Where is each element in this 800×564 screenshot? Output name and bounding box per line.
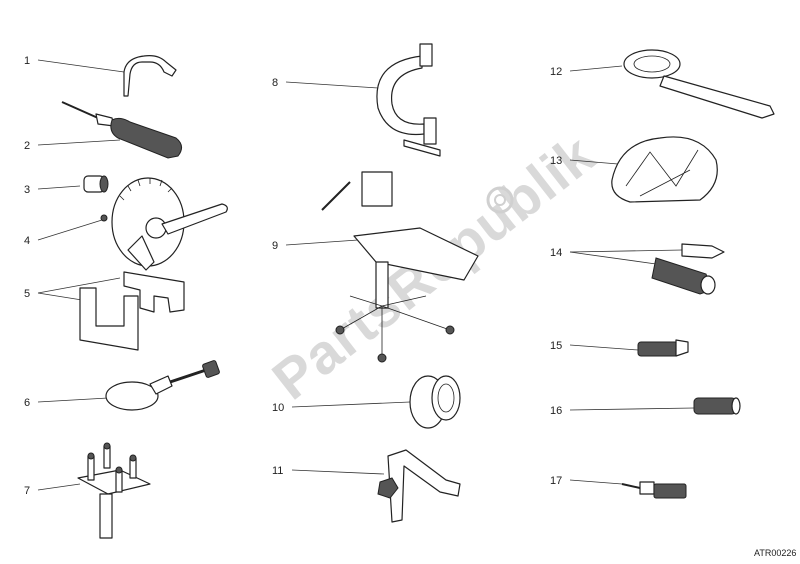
tool-1-hook-wrench — [123, 55, 177, 97]
tool-15-drift — [637, 339, 689, 357]
callout-13: 13 — [550, 155, 562, 167]
callout-10: 10 — [272, 402, 284, 414]
callout-1: 1 — [24, 55, 30, 67]
tool-11-bracket — [377, 449, 461, 523]
callout-7: 7 — [24, 485, 30, 497]
callout-15: 15 — [550, 340, 562, 352]
tool-2-screwdriver — [61, 101, 182, 159]
tool-6-strap-wrench — [105, 360, 220, 411]
tool-16-drift — [693, 397, 741, 415]
gear-logo-icon — [486, 186, 514, 214]
callout-8: 8 — [272, 77, 278, 89]
callout-11: 11 — [272, 465, 283, 477]
callout-12: 12 — [550, 66, 562, 78]
callout-5: 5 — [24, 288, 30, 300]
reference-code: ATR00226 — [754, 548, 796, 558]
callout-4: 4 — [24, 235, 30, 247]
callout-6: 6 — [24, 397, 30, 409]
tool-8-valve-spring-compressor — [376, 43, 441, 157]
callout-2: 2 — [24, 140, 30, 152]
tool-12-pin-wrench — [623, 49, 775, 119]
tool-3-bushing — [83, 175, 109, 193]
tool-17-punch — [621, 481, 687, 499]
callout-14: 14 — [550, 247, 562, 259]
tool-4-degree-wheel — [100, 177, 228, 271]
tool-5-locking-plates — [79, 271, 185, 351]
tool-13-cover — [611, 136, 718, 203]
callout-3: 3 — [24, 184, 30, 196]
callout-9: 9 — [272, 240, 278, 252]
callout-16: 16 — [550, 405, 562, 417]
tool-9-work-stand — [321, 171, 479, 363]
callout-17: 17 — [550, 475, 562, 487]
tool-10-ring — [409, 375, 461, 429]
tool-7-engine-stand — [77, 442, 151, 539]
tool-14-drift-pins — [651, 243, 725, 295]
